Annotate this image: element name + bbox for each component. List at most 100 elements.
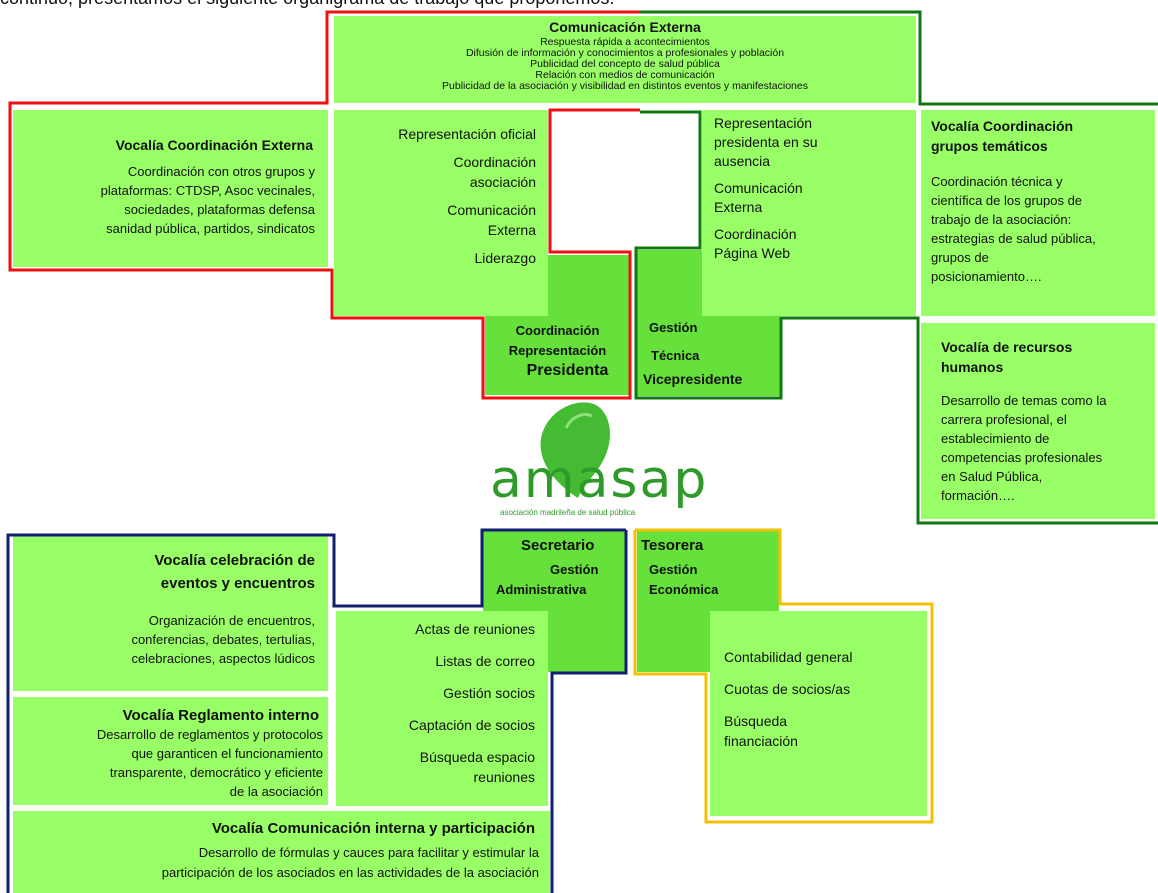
recursos-humanos-line: Desarrollo de temas como la: [941, 393, 1107, 408]
reglamento-text: Desarrollo de reglamentos y protocolos q…: [13, 725, 323, 801]
grupos-tematicos-box: Vocalía Coordinación grupos temáticos Co…: [921, 110, 1155, 316]
secretario-task: Búsqueda espacio: [419, 749, 535, 765]
presidenta-task: Liderazgo: [474, 250, 537, 266]
eventos-line: Organización de encuentros,: [148, 613, 315, 628]
comunicacion-externa-line: Publicidad de la asociación y visibilida…: [442, 80, 808, 92]
tesorera-task: Cuotas de socios/as: [724, 681, 851, 697]
comunicacion-externa-line: Respuesta rápida a acontecimientos: [540, 36, 710, 48]
tesorera-tasks-box: Contabilidad general Cuotas de socios/as…: [710, 611, 927, 816]
eventos-title: Vocalía celebración de eventos y encuent…: [13, 549, 315, 595]
vicepresidente-outline-top: [640, 10, 1158, 106]
tesorera-task: financiación: [724, 733, 798, 749]
eventos-line: celebraciones, aspectos lúdicos: [131, 651, 315, 666]
presidenta-task: Externa: [487, 222, 536, 238]
reglamento-title: Vocalía Reglamento interno: [122, 707, 319, 724]
recursos-humanos-line: formación….: [941, 488, 1015, 503]
logo-name: amasap: [490, 450, 709, 510]
secretario-outline-right: [550, 530, 628, 893]
recursos-humanos-title-line: humanos: [941, 359, 1004, 375]
presidenta-outline: [8, 10, 640, 400]
eventos-box: Vocalía celebración de eventos y encuent…: [13, 535, 328, 691]
presidenta-label-box: Coordinación Representación Presidenta: [485, 316, 630, 395]
vicepresidente-outline: [634, 110, 1158, 525]
vice-task: Coordinación: [714, 226, 797, 242]
coordinacion-externa-line: sociedades, plataformas defensa: [124, 202, 315, 217]
grupos-tematicos-line: grupos de: [931, 250, 989, 265]
recursos-humanos-box: Vocalía de recursos humanos Desarrollo d…: [921, 323, 1155, 519]
tesorera-tasks-list: Contabilidad general Cuotas de socios/as…: [724, 647, 852, 751]
grupos-tematicos-title: Vocalía Coordinación grupos temáticos: [931, 116, 1073, 156]
secretario-tasks-box: Actas de reuniones Listas de correo Gest…: [336, 611, 548, 806]
presidenta-task: Coordinación: [453, 154, 537, 170]
vice-task: Representación: [714, 115, 813, 131]
recursos-humanos-line: establecimiento de: [941, 431, 1050, 446]
coordinacion-externa-box: Vocalía Coordinación Externa Coordinació…: [13, 110, 328, 267]
secretario-task: Captación de socios: [408, 717, 535, 733]
vice-task: Comunicación: [714, 180, 803, 196]
tesorera-task: Contabilidad general: [724, 649, 853, 665]
secretario-task: Actas de reuniones: [415, 621, 535, 637]
grupos-tematicos-line: Coordinación técnica y: [931, 174, 1063, 189]
coordinacion-externa-line: sanidad pública, partidos, sindicatos: [106, 221, 315, 236]
grupos-tematicos-line: científica de los grupos de: [931, 193, 1083, 208]
comunicacion-interna-line: participación de los asociados en las ac…: [161, 865, 539, 880]
eventos-text: Organización de encuentros, conferencias…: [13, 611, 315, 668]
secretario-outline: [6, 528, 626, 893]
reglamento-box: Vocalía Reglamento interno Desarrollo de…: [13, 697, 328, 805]
eventos-title-line: Vocalía celebración de: [154, 552, 315, 569]
secretario-line1: Gestión: [550, 562, 599, 577]
reglamento-line: que garanticen el funcionamiento: [131, 746, 323, 761]
reglamento-line: Desarrollo de reglamentos y protocolos: [96, 727, 323, 742]
tesorera-role: Tesorera: [641, 537, 704, 554]
coordinacion-externa-title: Vocalía Coordinación Externa: [115, 137, 313, 153]
secretario-tasks-list: Actas de reuniones Listas de correo Gest…: [336, 619, 535, 787]
presidenta-task: asociación: [469, 174, 536, 190]
presidenta-task: Representación oficial: [398, 126, 536, 142]
vice-task: ausencia: [714, 153, 771, 169]
grupos-tematicos-line: trabajo de la asociación:: [931, 212, 1072, 227]
grupos-tematicos-title-line: grupos temáticos: [931, 138, 1048, 154]
recursos-humanos-line: competencias profesionales: [941, 450, 1103, 465]
coordinacion-externa-text: Coordinación con otros grupos y platafor…: [13, 162, 315, 238]
grupos-tematicos-line: posicionamiento….: [931, 269, 1042, 284]
reglamento-line: de la asociación: [229, 784, 323, 799]
vicepresidente-role: Vicepresidente: [643, 371, 743, 387]
tesorera-task: Búsqueda: [724, 713, 788, 729]
amasap-logo: [540, 402, 611, 498]
coordinacion-externa-line: Coordinación con otros grupos y: [127, 164, 315, 179]
comunicacion-externa-line: Relación con medios de comunicación: [535, 69, 715, 81]
coordinacion-externa-line: plataformas: CTDSP, Asoc vecinales,: [100, 183, 315, 198]
vicepresidente-line1: Gestión: [649, 320, 698, 335]
comunicacion-interna-box: Vocalía Comunicación interna y participa…: [13, 811, 550, 893]
presidenta-tasks-box: Representación oficial Coordinación asoc…: [334, 110, 548, 316]
tesorera-outline: [633, 528, 934, 824]
tesorera-box: Tesorera Gestión Económica: [637, 530, 779, 672]
tesorera-line2: Económica: [649, 582, 719, 597]
grupos-tematicos-text: Coordinación técnica y científica de los…: [931, 172, 1096, 286]
vice-tasks-box: Representación presidenta en su ausencia…: [702, 110, 916, 316]
recursos-humanos-title: Vocalía de recursos humanos: [941, 337, 1072, 377]
vice-task: presidenta en su: [714, 134, 818, 150]
comunicacion-externa-box: Comunicación Externa Respuesta rápida a …: [334, 16, 916, 103]
comunicacion-interna-line: Desarrollo de fórmulas y cauces para fac…: [198, 845, 539, 860]
recursos-humanos-line: en Salud Pública,: [941, 469, 1043, 484]
presidenta-role: Presidenta: [526, 362, 609, 379]
vice-tasks-list: Representación presidenta en su ausencia…: [714, 114, 818, 263]
recursos-humanos-title-line: Vocalía de recursos: [941, 339, 1073, 355]
eventos-line: conferencias, debates, tertulias,: [131, 632, 315, 647]
grupos-tematicos-line: estrategias de salud pública,: [931, 231, 1096, 246]
vicepresidente-line2: Técnica: [651, 348, 700, 363]
comunicacion-interna-text: Desarrollo de fórmulas y cauces para fac…: [13, 843, 539, 883]
recursos-humanos-line: carrera profesional, el: [941, 412, 1067, 427]
grupos-tematicos-title-line: Vocalía Coordinación: [931, 118, 1074, 134]
comunicacion-externa-line: Difusión de información y conocimientos …: [465, 47, 785, 59]
presidenta-task: Comunicación: [447, 202, 536, 218]
secretario-role: Secretario: [521, 537, 595, 554]
secretario-task: Gestión socios: [443, 685, 535, 701]
vice-task: Página Web: [714, 245, 791, 261]
presidenta-line1: Coordinación: [515, 323, 600, 338]
presidenta-tasks-list: Representación oficial Coordinación asoc…: [334, 124, 536, 268]
comunicacion-externa-title: Comunicación Externa: [549, 19, 701, 35]
presidenta-line2: Representación: [508, 343, 607, 358]
